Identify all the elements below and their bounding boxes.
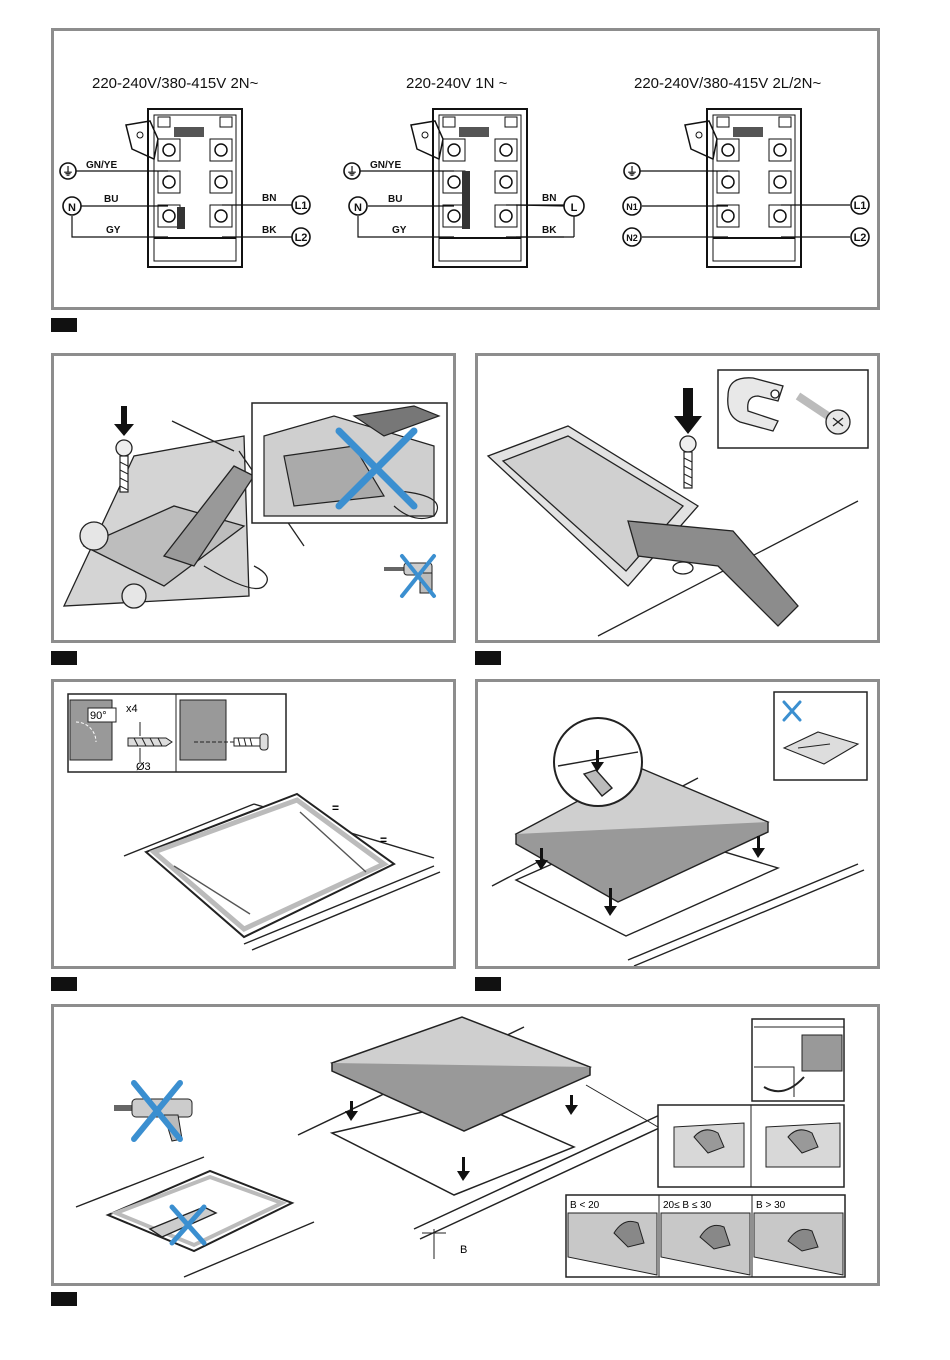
gap-option: 20≤ B ≤ 30 (663, 1200, 712, 1211)
step-marker (475, 651, 501, 665)
terminal-label: L2 (295, 232, 308, 244)
wire-label: BN (542, 193, 556, 204)
wiring-diagrams-svg: ⏚ N L1 L2 ⏚ N L ⏚ N1 N2 L1 L2 GN/YE BU G… (54, 31, 877, 307)
gap-option: B < 20 (570, 1200, 600, 1211)
step-marker (475, 977, 501, 991)
earth-symbol: ⏚ (63, 165, 74, 178)
terminal-label: N (354, 202, 362, 214)
earth-symbol: ⏚ (627, 165, 638, 178)
wire-label: BU (104, 194, 118, 205)
step-marker (51, 651, 77, 665)
hob-fixing-svg: B B < 20 20≤ B ≤ 30 B > 30 (54, 1007, 877, 1283)
arrow-down-icon (674, 388, 702, 434)
wire-label: BK (542, 225, 557, 236)
wire-label: GY (106, 225, 121, 236)
hob-fixing-panel: B B < 20 20≤ B ≤ 30 B > 30 (51, 1004, 880, 1286)
terminal-label: N2 (626, 233, 638, 243)
screw-icon (680, 436, 696, 488)
hob-placing-panel (475, 679, 880, 969)
drilling-svg: 90° x4 Ø3 = = (54, 682, 453, 966)
gap-dimension-label: B (460, 1244, 467, 1256)
terminal-label: N1 (626, 202, 638, 212)
drilling-panel: 90° x4 Ø3 = = (51, 679, 456, 969)
step-marker (51, 318, 77, 332)
wire-label: GN/YE (86, 160, 117, 171)
wire-label: BK (262, 225, 277, 236)
wire-label: GN/YE (370, 160, 401, 171)
equal-mark: = (380, 833, 387, 847)
terminal-label: L2 (854, 232, 867, 244)
terminal-label: L (571, 202, 578, 214)
cable-clamp-panel (475, 353, 880, 643)
angle-label: 90° (90, 710, 107, 722)
terminal-label: L1 (854, 200, 867, 212)
hob-placing-svg (478, 682, 877, 966)
step-marker (51, 1292, 77, 1306)
wire-label: GY (392, 225, 407, 236)
terminal-screw-svg (54, 356, 453, 640)
cable-clamp-svg (478, 356, 877, 640)
wire-label: BU (388, 194, 402, 205)
terminal-screw-panel (51, 353, 456, 643)
gap-option: B > 30 (756, 1200, 786, 1211)
equal-mark: = (332, 801, 339, 815)
terminal-label: N (68, 202, 76, 214)
arrow-down-icon (114, 406, 134, 436)
terminal-label: L1 (295, 200, 308, 212)
earth-symbol: ⏚ (347, 165, 358, 178)
wire-label: BN (262, 193, 276, 204)
step-marker (51, 977, 77, 991)
diameter-label: Ø3 (136, 761, 151, 773)
drill-bit-icon (128, 738, 172, 746)
wiring-panel: 220-240V/380-415V 2N~ 220-240V 1N ~ 220-… (51, 28, 880, 310)
count-label: x4 (126, 703, 138, 715)
